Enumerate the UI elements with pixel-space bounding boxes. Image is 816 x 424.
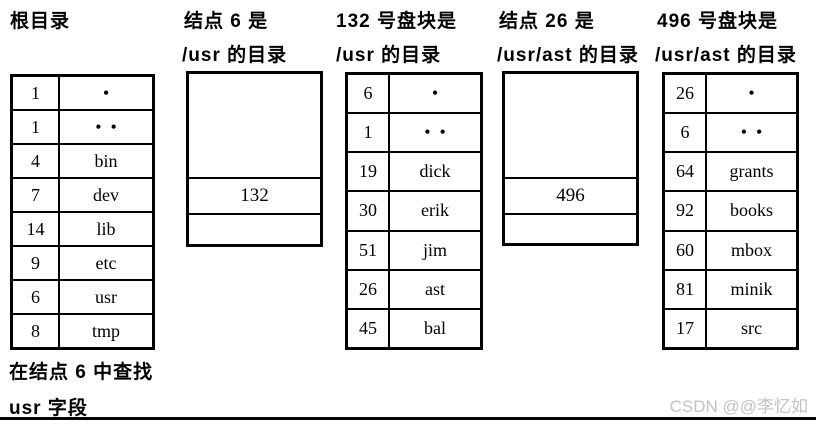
table-row: 8 tmp <box>13 315 152 347</box>
entry-name-cell: • • <box>740 122 763 143</box>
entry-name-cell: mbox <box>730 239 772 260</box>
table-row: 26 ast <box>348 270 480 310</box>
inode26-box-empty-bottom <box>505 215 636 243</box>
inode-number-cell: 6 <box>13 281 60 313</box>
inode-number-cell: 51 <box>348 231 390 269</box>
table-row: 4 bin <box>13 145 152 179</box>
entry-name-cell: minik <box>730 278 773 299</box>
table-row: 92 books <box>665 192 796 232</box>
entry-name-cell: bal <box>424 317 446 338</box>
inode-number-cell: 14 <box>13 213 60 245</box>
inode-number-cell: 60 <box>665 231 707 269</box>
table-row: 17 src <box>665 309 796 347</box>
inode-number-cell: 17 <box>665 309 707 347</box>
inode26-box-empty-top <box>505 74 636 179</box>
inode-number-cell: 4 <box>13 145 60 177</box>
table-row: 14 lib <box>13 213 152 247</box>
table-row: 9 etc <box>13 247 152 281</box>
inode26-block-pointer: 496 <box>505 179 636 215</box>
entry-name-cell: books <box>729 200 773 221</box>
inode-number-cell: 45 <box>348 309 390 347</box>
table-row: 6 • • <box>665 114 796 154</box>
inode-number-cell: 9 <box>13 247 60 279</box>
footer-caption-line2: usr 字段 <box>9 398 88 419</box>
inode-number-cell: 26 <box>665 75 707 113</box>
inode-number-cell: 64 <box>665 153 707 191</box>
bottom-divider-line <box>0 417 816 420</box>
table-row: 30 erik <box>348 192 480 232</box>
inode-number-cell: 1 <box>348 114 390 152</box>
table-row: 1 • • <box>13 111 152 145</box>
table-row: 45 bal <box>348 309 480 347</box>
inode26-box: 496 <box>502 71 639 246</box>
csdn-watermark: CSDN @@李忆如 <box>669 397 808 416</box>
table-row: 6 usr <box>13 281 152 315</box>
inode6-title-line2: /usr 的目录 <box>182 45 288 66</box>
inode-number-cell: 6 <box>665 114 707 152</box>
inode-number-cell: 1 <box>13 77 60 109</box>
table-row: 64 grants <box>665 153 796 193</box>
table-row: 51 jim <box>348 231 480 271</box>
entry-name-cell: usr <box>95 286 117 307</box>
table-row: 6• <box>348 75 480 115</box>
entry-name-cell: bin <box>94 150 118 171</box>
inode6-title-line1: 结点 6 是 <box>184 11 269 32</box>
inode-number-cell: 6 <box>348 75 390 113</box>
inode26-title-line1: 结点 26 是 <box>499 11 595 32</box>
table-row: 26 • <box>665 75 796 115</box>
inode6-box: 132 <box>186 71 323 247</box>
entry-name-cell: dick <box>419 161 451 182</box>
inode-number-cell: 92 <box>665 192 707 230</box>
entry-name-cell: • <box>102 82 110 103</box>
table-row: 19 dick <box>348 153 480 193</box>
table-row: 81 minik <box>665 270 796 310</box>
inode26-title-line2: /usr/ast 的目录 <box>497 45 639 66</box>
root-directory-title: 根目录 <box>10 11 71 32</box>
entry-name-cell: dev <box>93 184 119 205</box>
entry-name-cell: src <box>741 317 762 338</box>
entry-name-cell: erik <box>421 200 449 221</box>
entry-name-cell: ast <box>425 278 445 299</box>
table-row: 1 • • <box>348 114 480 154</box>
inode-number-cell: 81 <box>665 270 707 308</box>
block496-title-line1: 496 号盘块是 <box>657 11 778 32</box>
inode6-block-pointer: 132 <box>189 179 320 215</box>
footer-caption-line1: 在结点 6 中查找 <box>9 362 154 383</box>
inode-number-cell: 8 <box>13 315 60 347</box>
inode-number-cell: 7 <box>13 179 60 211</box>
inode-number-cell: 26 <box>348 270 390 308</box>
inode-number-cell: 30 <box>348 192 390 230</box>
inode6-box-empty-bottom <box>189 215 320 244</box>
entry-name-cell: grants <box>729 161 774 182</box>
block132-title-line1: 132 号盘块是 <box>336 11 457 32</box>
block132-title-line2: /usr 的目录 <box>336 45 442 66</box>
entry-name-cell: etc <box>95 252 117 273</box>
entry-name-cell: tmp <box>91 320 120 341</box>
entry-name-cell: • <box>748 83 755 104</box>
entry-name-cell: • • <box>424 122 446 143</box>
table-row: 60 mbox <box>665 231 796 271</box>
inode-number-cell: 1 <box>13 111 60 143</box>
table-row: 7 dev <box>13 179 152 213</box>
table-row: 1• <box>13 77 152 111</box>
entry-name-cell: • <box>431 83 439 104</box>
block496-directory-table: 26 • 6 • • 64 grants 92 books 60 mbox 81 minik 17 src <box>662 72 799 350</box>
inode6-box-empty-top <box>189 74 320 179</box>
block496-title-line2: /usr/ast 的目录 <box>655 45 797 66</box>
entry-name-cell: jim <box>422 239 447 260</box>
inode-number-cell: 19 <box>348 153 390 191</box>
entry-name-cell: • • <box>95 116 117 137</box>
entry-name-cell: lib <box>96 218 116 239</box>
